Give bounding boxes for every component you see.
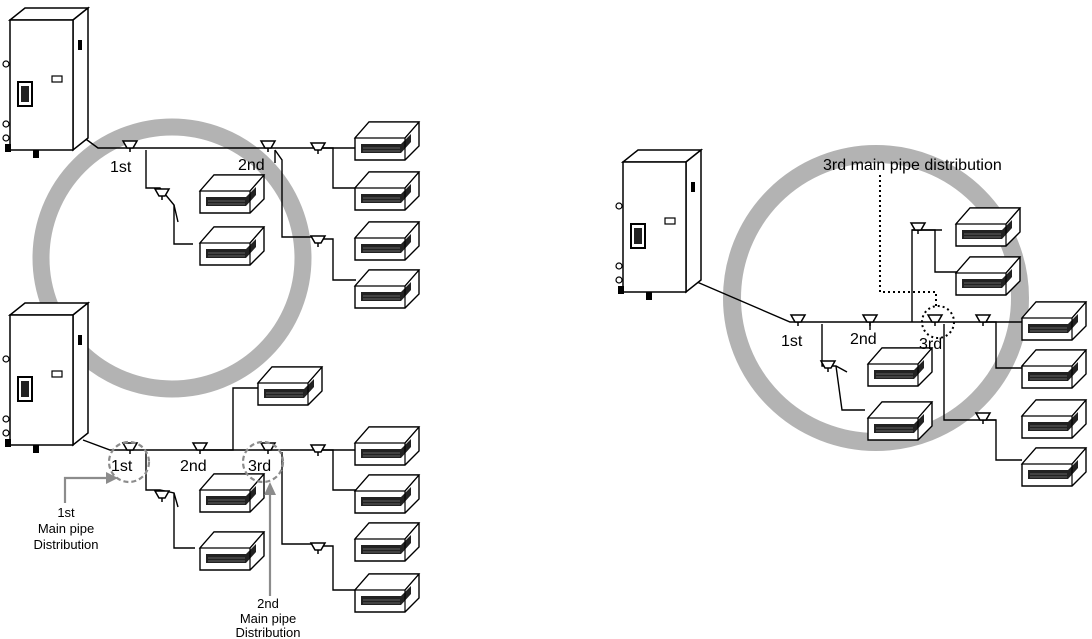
callout-circle	[241, 440, 285, 484]
cassette-indoor-unit-icon	[354, 269, 420, 309]
refrigerant-piping	[82, 136, 360, 281]
cassette-indoor-unit-icon	[1021, 349, 1087, 389]
branch-label: 2nd	[850, 331, 877, 348]
cassette-indoor-unit-icon	[354, 522, 420, 562]
cassette-indoor-unit-icon	[354, 121, 420, 161]
y-branch-joint-icon	[154, 188, 170, 201]
outdoor-unit-icon	[2, 7, 89, 159]
cassette-indoor-unit-icon	[1021, 447, 1087, 487]
y-branch-joint-icon	[975, 314, 991, 327]
callout-text: Main pipe	[38, 521, 94, 536]
cassette-indoor-unit-icon	[1021, 301, 1087, 341]
y-branch-joint-icon	[122, 140, 138, 153]
cassette-indoor-unit-icon	[867, 347, 933, 387]
y-branch-joint-icon	[192, 442, 208, 455]
callout-text: 1st	[57, 505, 75, 520]
callout-text: Distribution	[33, 537, 98, 552]
outdoor-unit-icon	[615, 149, 702, 301]
y-branch-joint-icon	[260, 442, 276, 455]
y-branch-joint-icon	[122, 442, 138, 455]
cassette-indoor-unit-icon	[199, 226, 265, 266]
cassette-indoor-unit-icon	[257, 366, 323, 406]
cassette-indoor-unit-icon	[1021, 399, 1087, 439]
callout-circle	[107, 440, 151, 484]
branch-label: 2nd	[180, 458, 207, 475]
cassette-indoor-unit-icon	[955, 207, 1021, 247]
cassette-indoor-unit-icon	[354, 171, 420, 211]
cassette-indoor-unit-icon	[199, 174, 265, 214]
y-branch-joint-icon	[154, 490, 170, 503]
y-branch-joint-icon	[310, 542, 326, 555]
branch-label: 3rd	[248, 458, 271, 475]
branch-label: 3rd	[919, 336, 942, 353]
diagram-3: 3rd main pipe distribution 1st 2nd 3rd	[615, 145, 1087, 487]
callout-text: Main pipe	[240, 611, 296, 626]
diagram-1: 1st 2nd	[2, 7, 420, 398]
ring-highlight	[723, 145, 1029, 451]
callout-text: 2nd	[257, 596, 279, 611]
callout-arrow	[63, 476, 108, 503]
cassette-indoor-unit-icon	[354, 474, 420, 514]
branch-label: 2nd	[238, 157, 265, 174]
cassette-indoor-unit-icon	[354, 221, 420, 261]
branch-label: 1st	[111, 458, 133, 475]
branch-label: 1st	[781, 333, 803, 350]
cassette-indoor-unit-icon	[867, 401, 933, 441]
arrow-head	[264, 482, 276, 495]
arrow-head	[106, 472, 118, 484]
diagram-2: 1st 2nd 3rd 1st Main pipe Distribution 2…	[2, 302, 420, 639]
callout-circle	[921, 305, 955, 339]
callout-text: 3rd main pipe distribution	[823, 157, 1002, 174]
cassette-indoor-unit-icon	[199, 531, 265, 571]
callout-leader	[879, 175, 937, 306]
y-branch-joint-icon	[310, 235, 326, 248]
y-branch-joint-icon	[862, 314, 878, 327]
ring-highlight	[32, 118, 312, 398]
y-branch-joint-icon	[790, 314, 806, 327]
branch-label: 1st	[110, 159, 132, 176]
callout-text: Distribution	[235, 625, 300, 639]
y-branch-joint-icon	[927, 314, 943, 327]
y-branch-joint-icon	[975, 412, 991, 425]
cassette-indoor-unit-icon	[354, 426, 420, 466]
y-branch-joint-icon	[910, 222, 926, 235]
cassette-indoor-unit-icon	[354, 573, 420, 613]
cassette-indoor-unit-icon	[955, 256, 1021, 296]
y-branch-joint-icon	[260, 140, 276, 153]
outdoor-unit-icon	[2, 302, 89, 454]
